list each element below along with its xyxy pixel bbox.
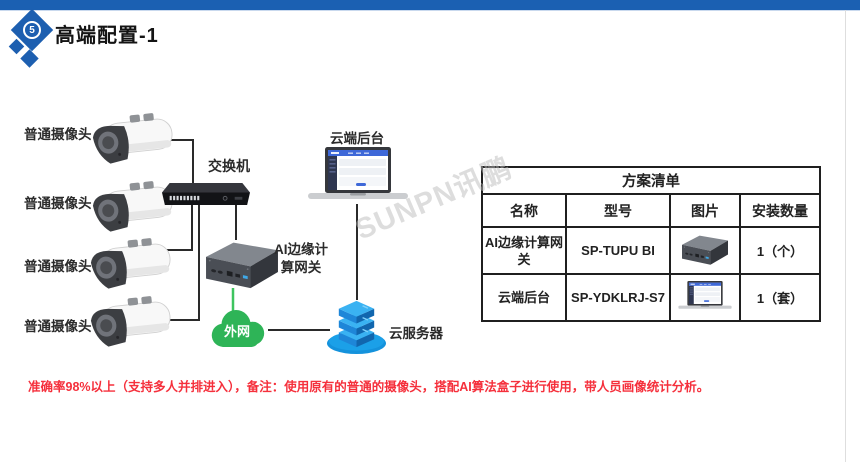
col-header-qty: 安装数量 xyxy=(739,193,821,228)
top-accent-bar xyxy=(0,0,860,11)
table-title: 方案清单 xyxy=(481,166,821,195)
cloud-backend-label: 云端后台 xyxy=(330,131,384,146)
row-qty: 1（套） xyxy=(739,273,821,322)
extranet-label: 外网 xyxy=(223,324,250,339)
laptop-photo xyxy=(669,273,741,322)
page-title: 高端配置-1 xyxy=(55,25,159,47)
camera-icon xyxy=(84,110,176,167)
col-header-image: 图片 xyxy=(669,193,741,228)
gateway-photo xyxy=(669,226,741,275)
camera-label-1: 普通摄像头 xyxy=(24,127,92,142)
camera-label-2: 普通摄像头 xyxy=(24,196,92,211)
camera-label-4: 普通摄像头 xyxy=(24,319,92,334)
cloud-server-icon xyxy=(325,297,388,356)
gateway-label: AI边缘计算网关 xyxy=(274,242,328,275)
laptop-icon xyxy=(308,147,408,205)
row-name: AI边缘计算网关 xyxy=(481,226,567,275)
gateway-icon xyxy=(206,237,278,290)
col-header-model: 型号 xyxy=(565,193,671,228)
page-edge-line xyxy=(845,10,846,462)
camera-label-3: 普通摄像头 xyxy=(24,259,92,274)
switch-icon xyxy=(162,181,250,206)
table-row: AI边缘计算网关 SP-TUPU BI 1（个） xyxy=(481,226,821,275)
row-model: SP-YDKLRJ-S7 xyxy=(565,273,671,322)
row-qty: 1（个） xyxy=(739,226,821,275)
note-text: 准确率98%以上（支持多人并排进入），备注：使用原有的普通的摄像头，搭配AI算法… xyxy=(28,380,710,394)
camera-icon xyxy=(82,293,174,350)
row-name: 云端后台 xyxy=(481,273,567,322)
section-number-badge: 5 xyxy=(23,21,41,39)
col-header-name: 名称 xyxy=(481,193,567,228)
cloud-server-label: 云服务器 xyxy=(389,326,443,341)
table-row: 云端后台 SP-YDKLRJ-S7 1（套） xyxy=(481,273,821,322)
plan-table: 方案清单 名称 型号 图片 安装数量 AI边缘计算网关 SP-TUPU BI 1… xyxy=(481,166,821,322)
row-model: SP-TUPU BI xyxy=(565,226,671,275)
camera-icon xyxy=(82,235,174,292)
switch-label: 交换机 xyxy=(208,158,250,174)
